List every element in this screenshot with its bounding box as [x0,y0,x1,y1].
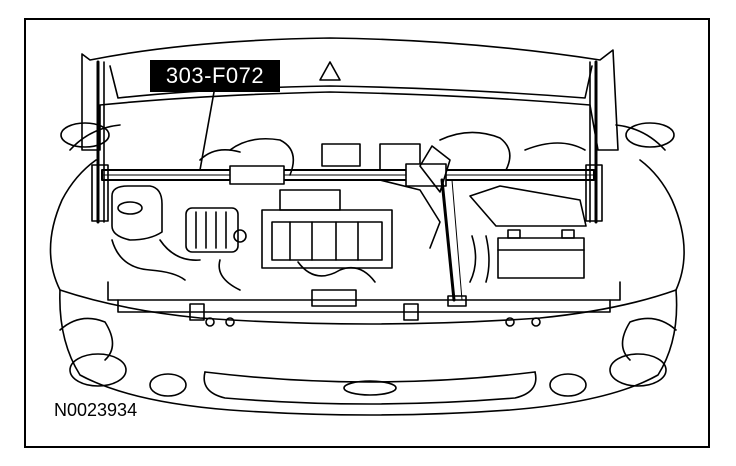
hood-strut-right [585,60,603,224]
hood-panel [81,37,619,151]
engine-assembly [199,137,441,283]
tool-number-label: 303-F072 [150,60,280,92]
figure-id: N0023934 [54,400,138,420]
hoses-left [111,239,241,291]
alternator [185,207,239,253]
coolant-reservoir [111,185,163,241]
radiator-support [107,281,621,327]
right-components [439,131,587,283]
engine-support-bar [101,145,595,307]
vehicle-body-outline [49,122,685,416]
callout-leader-line [199,91,215,171]
battery [497,229,585,279]
